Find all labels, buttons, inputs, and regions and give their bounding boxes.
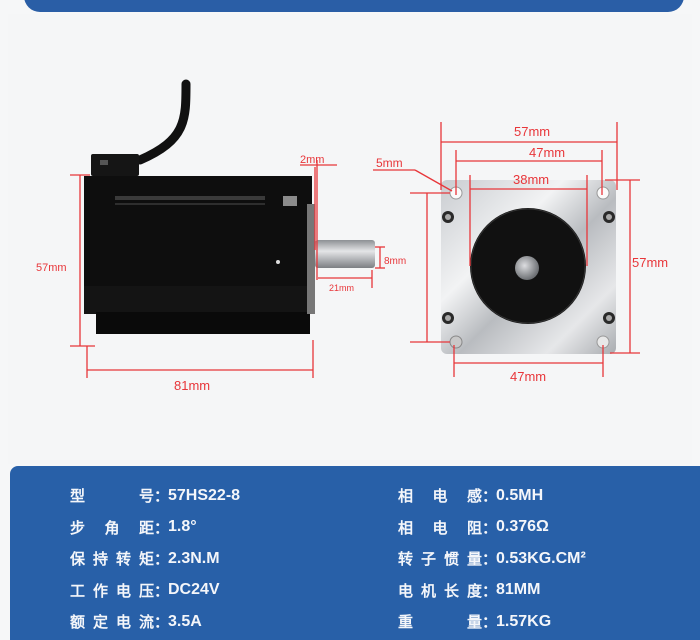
dim-hole-spacing-top-label: 47mm (529, 145, 565, 160)
spec-value: 3.5A (168, 612, 202, 630)
spec-label: 型 号 (70, 487, 154, 506)
top-banner (24, 0, 684, 12)
spec-label: 保持转矩 (70, 550, 154, 569)
dim-shaft-diameter-label: 8mm (384, 256, 406, 267)
spec-column-right: 相 电 感：0.5MH 相 电 阻：0.376Ω 转子惯量：0.53KG.CM²… (398, 480, 586, 638)
spec-column-left: 型 号：57HS22-8 步 角 距：1.8° 保持转矩：2.3N.M 工作电压… (70, 480, 240, 638)
spec-row-rated-current: 额定电流：3.5A (70, 612, 202, 632)
dim-length-label: 81mm (174, 378, 210, 393)
spec-row-resistance: 相 电 阻：0.376Ω (398, 518, 549, 537)
spec-panel: 型 号：57HS22-8 步 角 距：1.8° 保持转矩：2.3N.M 工作电压… (10, 466, 700, 640)
spec-value: 2.3N.M (168, 549, 220, 567)
spec-value: 0.53KG.CM² (496, 549, 586, 567)
dim-boss-diameter-label: 38mm (513, 172, 549, 187)
spec-label: 重 量 (398, 613, 482, 632)
spec-row-inductance: 相 电 感：0.5MH (398, 486, 544, 506)
dim-height-label: 57mm (36, 262, 67, 274)
dimension-diagram: 57mm 81mm 2mm 8mm 21mm (8, 14, 692, 464)
dim-boss-label: 2mm (300, 154, 324, 166)
spec-value: 1.8° (168, 518, 197, 536)
spec-value: 0.5MH (496, 486, 544, 504)
front-view-dimensions (373, 122, 640, 377)
spec-label: 相 电 阻 (398, 518, 482, 537)
front-view-motor (441, 180, 616, 354)
spec-row-rotor-inertia: 转子惯量：0.53KG.CM² (398, 549, 586, 569)
dim-front-height-label: 57mm (632, 255, 668, 270)
spec-value: DC24V (168, 581, 220, 599)
dim-hole-diameter-label: 5mm (376, 156, 403, 170)
spec-row-motor-length: 电机长度：81MM (398, 581, 541, 600)
spec-label: 额定电流 (70, 613, 154, 632)
spec-row-model: 型 号：57HS22-8 (70, 486, 241, 506)
spec-label: 电机长度 (398, 581, 482, 600)
side-view-dimensions (70, 160, 385, 378)
spec-label: 转子惯量 (398, 550, 482, 569)
spec-row-holding-torque: 保持转矩：2.3N.M (70, 549, 220, 569)
side-view-labels: 57mm 81mm 2mm 8mm 21mm (36, 154, 406, 393)
dim-shaft-length-label: 21mm (329, 283, 354, 293)
spec-value: 1.57KG (496, 612, 552, 630)
spec-row-voltage: 工作电压：DC24V (70, 581, 220, 600)
spec-label: 步 角 距 (70, 518, 154, 537)
dim-hole-spacing-bottom-label: 47mm (510, 369, 546, 384)
spec-label: 相 电 感 (398, 487, 482, 506)
spec-label: 工作电压 (70, 581, 154, 600)
spec-value: 81MM (496, 581, 541, 599)
spec-row-step-angle: 步 角 距：1.8° (70, 518, 197, 537)
spec-value: 57HS22-8 (168, 486, 241, 504)
spec-value: 0.376Ω (496, 518, 549, 536)
side-view-motor (84, 79, 375, 334)
spec-row-weight: 重 量：1.57KG (398, 612, 552, 632)
dim-width-label: 57mm (514, 124, 550, 139)
front-view-labels: 57mm 47mm 38mm 5mm 57mm 47mm (376, 124, 668, 384)
